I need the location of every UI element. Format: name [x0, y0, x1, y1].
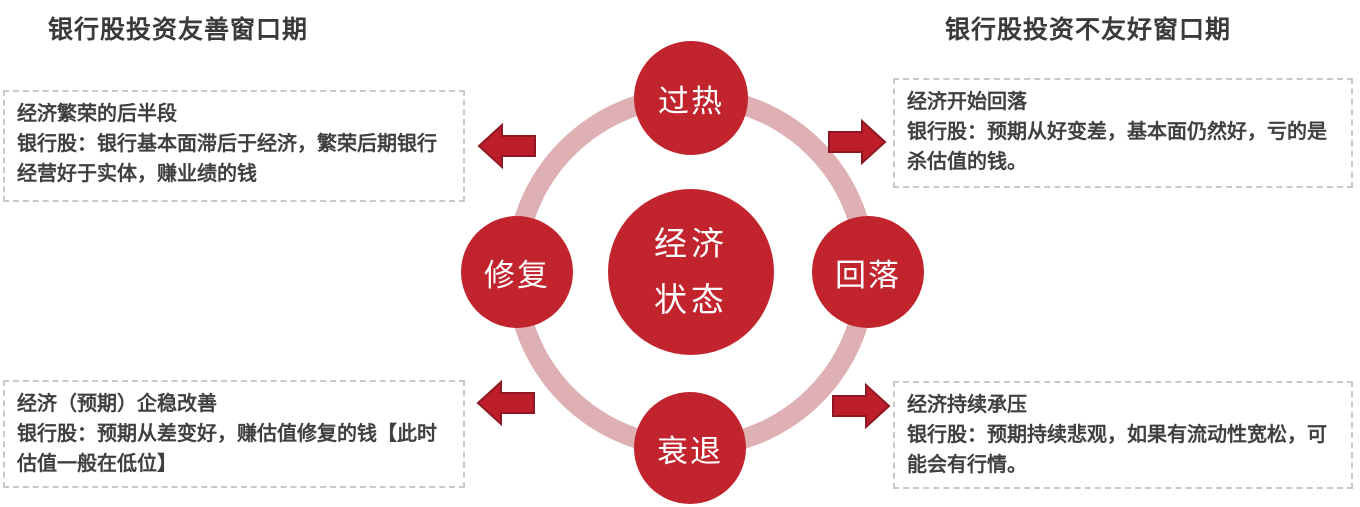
friendly-window-title: 银行股投资友善窗口期: [48, 16, 309, 44]
right-arrow-icon: [828, 118, 887, 166]
note-heading: 经济持续承压: [907, 394, 1027, 416]
note-heading: 经济开始回落: [907, 91, 1027, 113]
node-overheat: 过热: [634, 41, 748, 155]
unfriendly-window-title: 银行股投资不友好窗口期: [945, 16, 1232, 44]
node-label: 修复: [484, 257, 550, 293]
node-fallback: 回落: [812, 216, 924, 328]
node-label: 过热: [658, 83, 724, 119]
node-repair: 修复: [461, 216, 573, 328]
note-box-pressure: 经济持续承压 银行股：预期持续悲观，如果有流动性宽松，可能会有行情。: [893, 381, 1353, 489]
note-body: 银行股：预期持续悲观，如果有流动性宽松，可能会有行情。: [907, 424, 1327, 476]
node-label-line1: 经济: [654, 225, 728, 262]
node-economic-state: 经济 状态: [608, 189, 774, 355]
note-box-stabilization: 经济（预期）企稳改善 银行股：预期从差变好，赚估值修复的钱【此时估值一般在低位】: [3, 380, 465, 488]
right-arrow-icon: [832, 382, 891, 430]
note-heading: 经济繁荣的后半段: [17, 103, 177, 125]
node-label: 回落: [835, 257, 901, 293]
node-label: 衰退: [657, 433, 723, 469]
note-body: 银行股：预期从差变好，赚估值修复的钱【此时估值一般在低位】: [17, 423, 437, 475]
node-recession: 衰退: [634, 392, 746, 504]
note-body: 银行股：预期从好变差，基本面仍然好，亏的是杀估值的钱。: [907, 121, 1327, 173]
left-arrow-icon: [476, 379, 535, 427]
note-box-prosperity: 经济繁荣的后半段 银行股：银行基本面滞后于经济，繁荣后期银行经营好于实体，赚业绩…: [3, 90, 465, 202]
note-box-decline-start: 经济开始回落 银行股：预期从好变差，基本面仍然好，亏的是杀估值的钱。: [893, 78, 1353, 188]
note-heading: 经济（预期）企稳改善: [17, 393, 217, 415]
note-body: 银行股：银行基本面滞后于经济，繁荣后期银行经营好于实体，赚业绩的钱: [17, 133, 437, 185]
left-arrow-icon: [477, 122, 536, 170]
node-label-line2: 状态: [654, 281, 728, 318]
